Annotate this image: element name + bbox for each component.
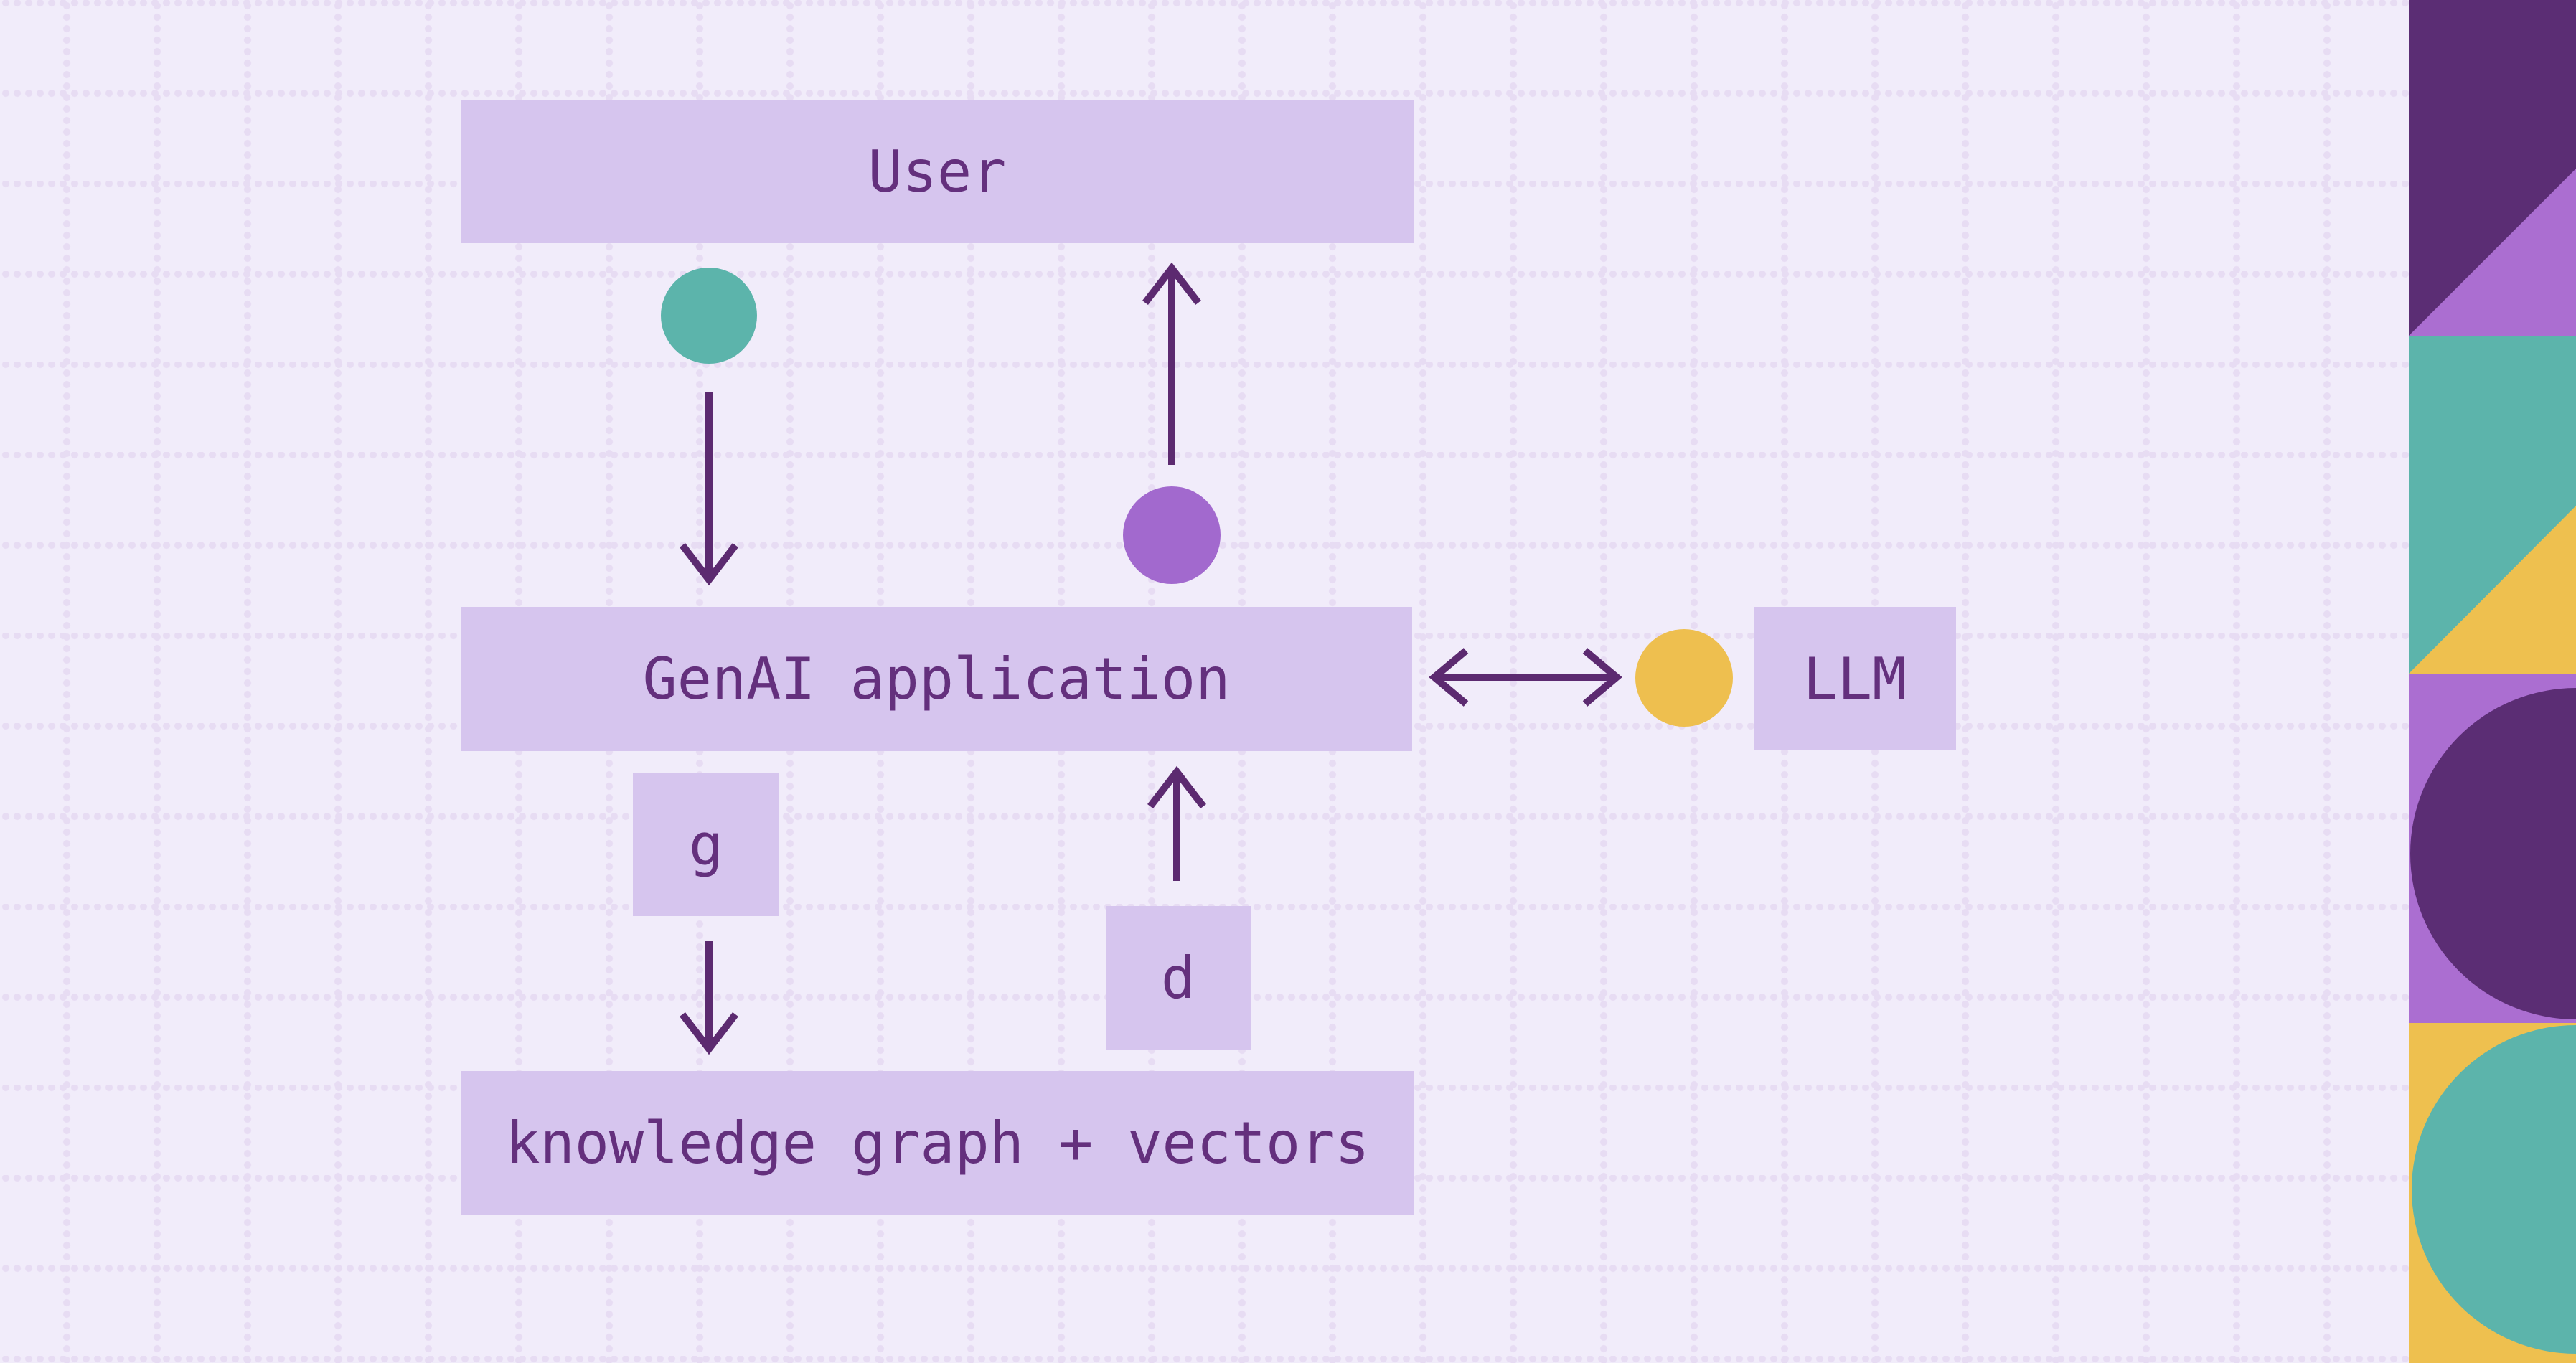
sidebar-tile-yellow-triangle — [2409, 506, 2576, 674]
node-llm: LLM — [1754, 607, 1956, 750]
teal-marker-dot — [661, 268, 757, 364]
sidebar-tile-dark-purple-semicircle — [2410, 688, 2576, 1019]
node-genai-application: GenAI application — [461, 607, 1412, 751]
yellow-marker-dot — [1635, 629, 1733, 727]
sidebar-tile-teal-semicircle — [2412, 1025, 2576, 1354]
purple-marker-dot — [1123, 486, 1221, 584]
sidebar-tile-dark-purple-square — [2409, 0, 2576, 336]
sidebar-tile-light-purple-triangle — [2409, 169, 2576, 336]
arrow-genai-to-user — [1142, 262, 1201, 465]
node-genai-application-label: GenAI application — [642, 646, 1231, 712]
arrow-genai-llm-bidirectional — [1429, 648, 1622, 707]
arrow-user-to-genai — [680, 392, 738, 586]
sidebar-tile-teal-square — [2409, 336, 2576, 674]
node-knowledge-graph-vectors-label: knowledge graph + vectors — [505, 1109, 1370, 1176]
node-user: User — [461, 100, 1414, 243]
node-g-label: g — [688, 811, 724, 878]
sidebar-tile-light-purple-square — [2409, 674, 2576, 1023]
arrow-g-to-knowledge-graph — [680, 941, 738, 1055]
node-d: d — [1106, 906, 1251, 1050]
node-d-label: d — [1160, 944, 1196, 1011]
decorative-sidebar — [2409, 0, 2576, 1363]
node-user-label: User — [868, 138, 1007, 205]
sidebar-tile-yellow-square — [2409, 1023, 2576, 1363]
node-llm-label: LLM — [1802, 645, 1907, 712]
arrow-d-to-genai — [1147, 765, 1206, 881]
node-knowledge-graph-vectors: knowledge graph + vectors — [461, 1071, 1414, 1215]
node-g: g — [633, 773, 779, 916]
